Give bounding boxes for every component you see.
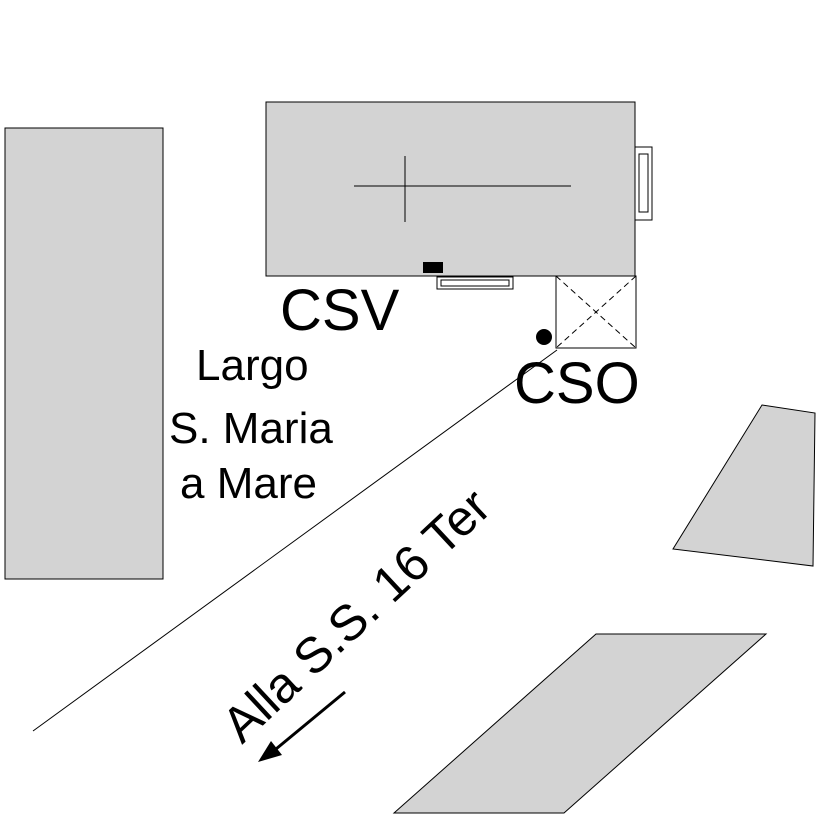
csv-label: CSV	[280, 278, 400, 343]
largo-label-line2: S. Maria	[169, 404, 333, 453]
largo-label-line3: a Mare	[180, 459, 317, 508]
right-building	[672, 404, 816, 567]
road-label: Alla S.S. 16 Ter	[211, 478, 501, 753]
largo-label-line1: Largo	[196, 341, 309, 390]
cso-marker-icon	[536, 329, 552, 345]
cso-label: CSO	[514, 351, 640, 416]
church-building	[265, 101, 636, 277]
csv-marker-icon	[423, 262, 443, 273]
church-east-annex	[634, 146, 653, 221]
bottom-building	[392, 633, 768, 814]
left-building	[4, 127, 164, 580]
arrow-down-left-icon	[258, 690, 346, 762]
road-edge-line	[32, 349, 558, 732]
cross-icon	[354, 156, 571, 222]
tower-crossed-square	[555, 275, 637, 349]
church-south-entrance	[436, 276, 514, 290]
